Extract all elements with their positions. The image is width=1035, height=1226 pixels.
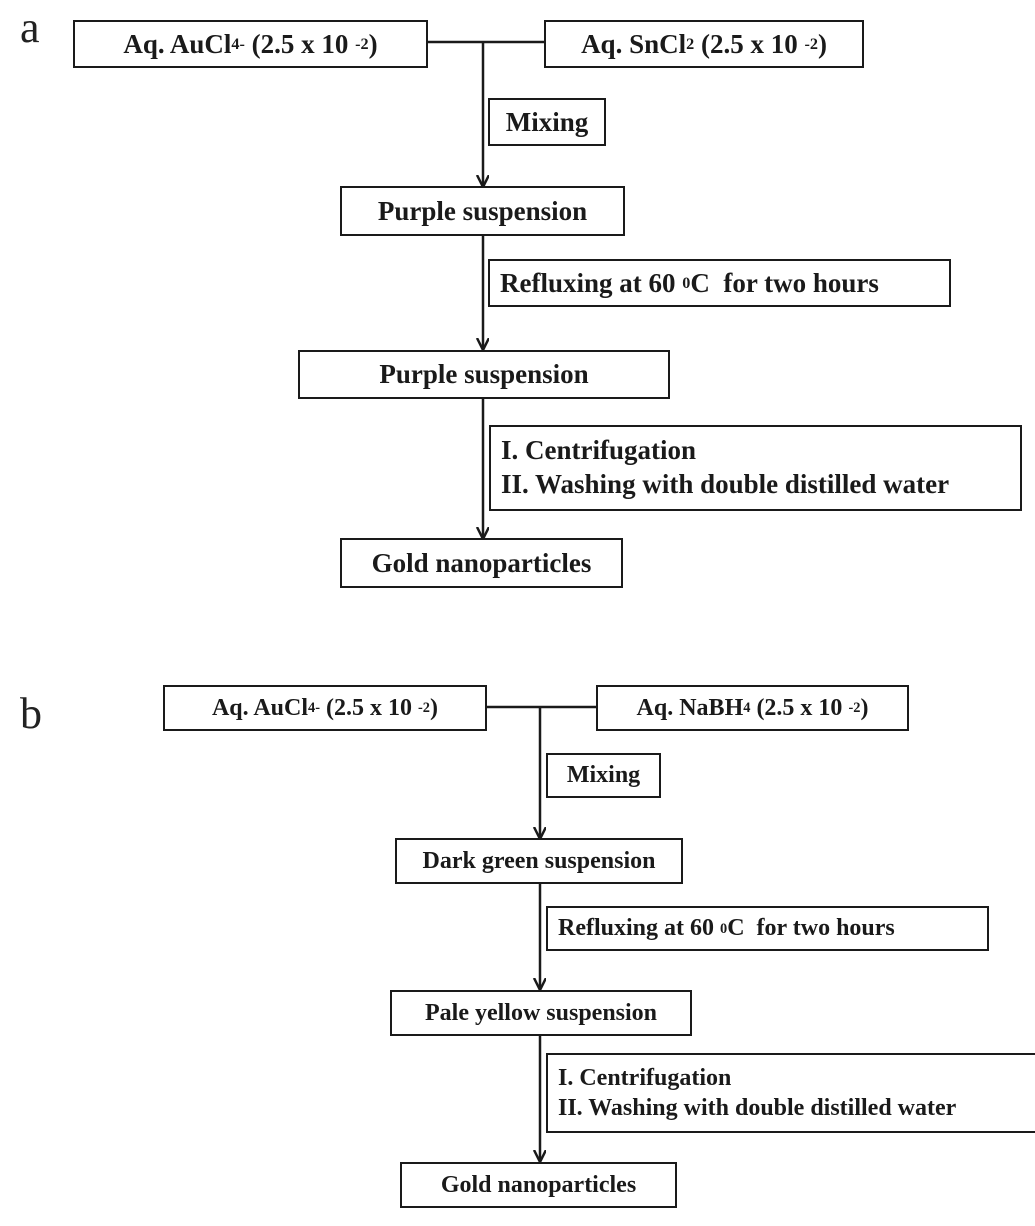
a-reagent-left-prefix: Aq. AuCl bbox=[123, 28, 232, 59]
panel-b-label: b bbox=[20, 689, 42, 738]
b-step3-line-1: I. Centrifugation bbox=[558, 1065, 732, 1091]
a-reagent-left-middle: (2.5 x 10 bbox=[244, 28, 356, 59]
b-reagent-right-prefix: Aq. NaBH bbox=[636, 694, 744, 721]
b-step-centrifugation-box: I. Centrifugation II. Washing with doubl… bbox=[546, 1053, 1035, 1133]
a-step3-line-1: I. Centrifugation bbox=[501, 435, 696, 466]
a-product-purple-suspension-2: Purple suspension bbox=[298, 350, 670, 399]
b-reagent-left-prefix: Aq. AuCl bbox=[211, 694, 309, 721]
b-reagent-right-suffix: ) bbox=[860, 694, 869, 721]
b-product-dark-green-suspension: Dark green suspension bbox=[395, 838, 683, 884]
a-step-centrifugation-box: I. Centrifugation II. Washing with doubl… bbox=[489, 425, 1022, 511]
b-step-mixing-box: Mixing bbox=[546, 753, 661, 798]
a-step3-line-2: II. Washing with double distilled water bbox=[501, 469, 950, 499]
a-refluxing-suffix: C for two hours bbox=[690, 267, 879, 298]
a-final-gold-nanoparticles: Gold nanoparticles bbox=[340, 538, 623, 588]
a-reagent-right-middle: (2.5 x 10 bbox=[694, 28, 805, 59]
b-reagent-left-middle: (2.5 x 10 bbox=[320, 694, 419, 721]
b-refluxing-prefix: Refluxing at 60 bbox=[558, 915, 720, 941]
a-step-mixing-box: Mixing bbox=[488, 98, 606, 146]
a-reagent-right-suffix: ) bbox=[817, 28, 827, 59]
b-final-gold-nanoparticles: Gold nanoparticles bbox=[400, 1162, 677, 1208]
a-product-purple-suspension-1: Purple suspension bbox=[340, 186, 625, 236]
b-reagent-right-middle: (2.5 x 10 bbox=[750, 694, 849, 721]
b-reagent-left-suffix: ) bbox=[430, 694, 439, 721]
b-refluxing-suffix: C for two hours bbox=[727, 915, 895, 941]
panel-a-label: a bbox=[20, 3, 40, 52]
a-refluxing-prefix: Refluxing at 60 bbox=[500, 267, 683, 298]
a-reagent-left-suffix: ) bbox=[368, 28, 378, 59]
a-reagent-right-prefix: Aq. SnCl bbox=[581, 28, 687, 59]
b-product-pale-yellow-suspension: Pale yellow suspension bbox=[390, 990, 692, 1036]
b-step3-line-2: II. Washing with double distilled water bbox=[558, 1095, 957, 1121]
